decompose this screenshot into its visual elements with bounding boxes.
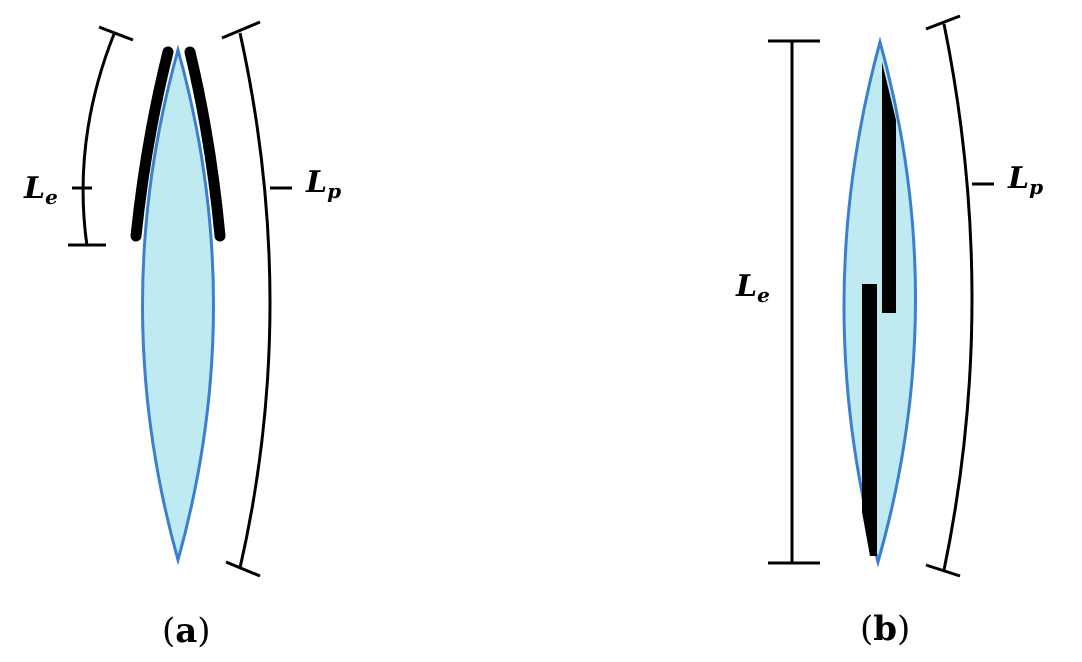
- panel-a-electrode-left: [130, 46, 174, 242]
- panel-a-le-bracket: [81, 33, 116, 247]
- panel-a: Le Lp (a): [23, 20, 341, 651]
- panel-b-lp-bottom-cap: [925, 563, 961, 578]
- panel-a-le-top-cap: [98, 25, 134, 42]
- panel-a-caption: (a): [162, 611, 211, 651]
- panel-a-lp-label: Lp: [305, 165, 341, 203]
- panel-b-electrode-upper: [882, 62, 896, 313]
- panel-b: Le Lp (b): [735, 14, 1043, 649]
- panel-b-lp-bracket: [942, 23, 974, 571]
- panel-b-lp-label: Lp: [1007, 161, 1043, 199]
- panel-a-lp-bracket: [238, 32, 272, 569]
- panel-a-lp-top-cap: [221, 20, 261, 40]
- panel-b-electrode-lower: [862, 284, 877, 556]
- panel-b-le-label: Le: [735, 269, 770, 307]
- panel-b-caption: (b): [860, 609, 910, 649]
- panel-a-lp-bottom-cap: [225, 560, 261, 578]
- panel-b-lp-top-cap: [925, 14, 961, 31]
- panel-a-lens: [141, 44, 215, 566]
- panel-a-le-label: Le: [23, 171, 58, 209]
- panel-a-electrode-right: [184, 46, 226, 242]
- panel-b-lens: [842, 36, 917, 568]
